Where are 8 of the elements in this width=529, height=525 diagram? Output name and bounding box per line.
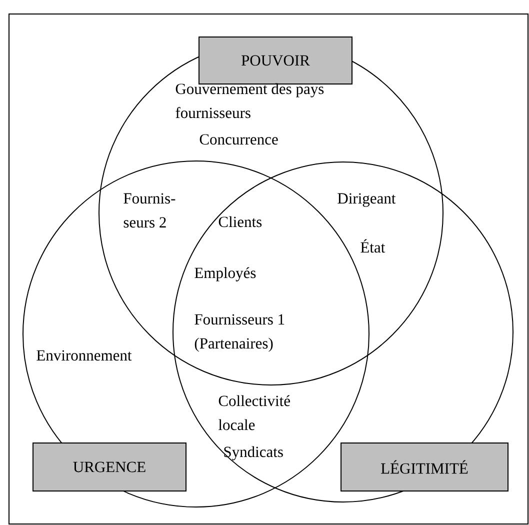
region-label: Syndicats (224, 446, 283, 460)
region-label: Gouvernement des pays fournisseurs (176, 83, 324, 118)
region-label: Employés (194, 267, 256, 282)
region-label: Clients (218, 216, 262, 228)
region-label: Fournis- seurs 2 (124, 193, 176, 228)
region-label: Concurrence (200, 134, 278, 145)
region-label: Collectivité locale (218, 395, 290, 430)
region-label: Fournisseurs 1 (Partenaires) (194, 314, 284, 352)
